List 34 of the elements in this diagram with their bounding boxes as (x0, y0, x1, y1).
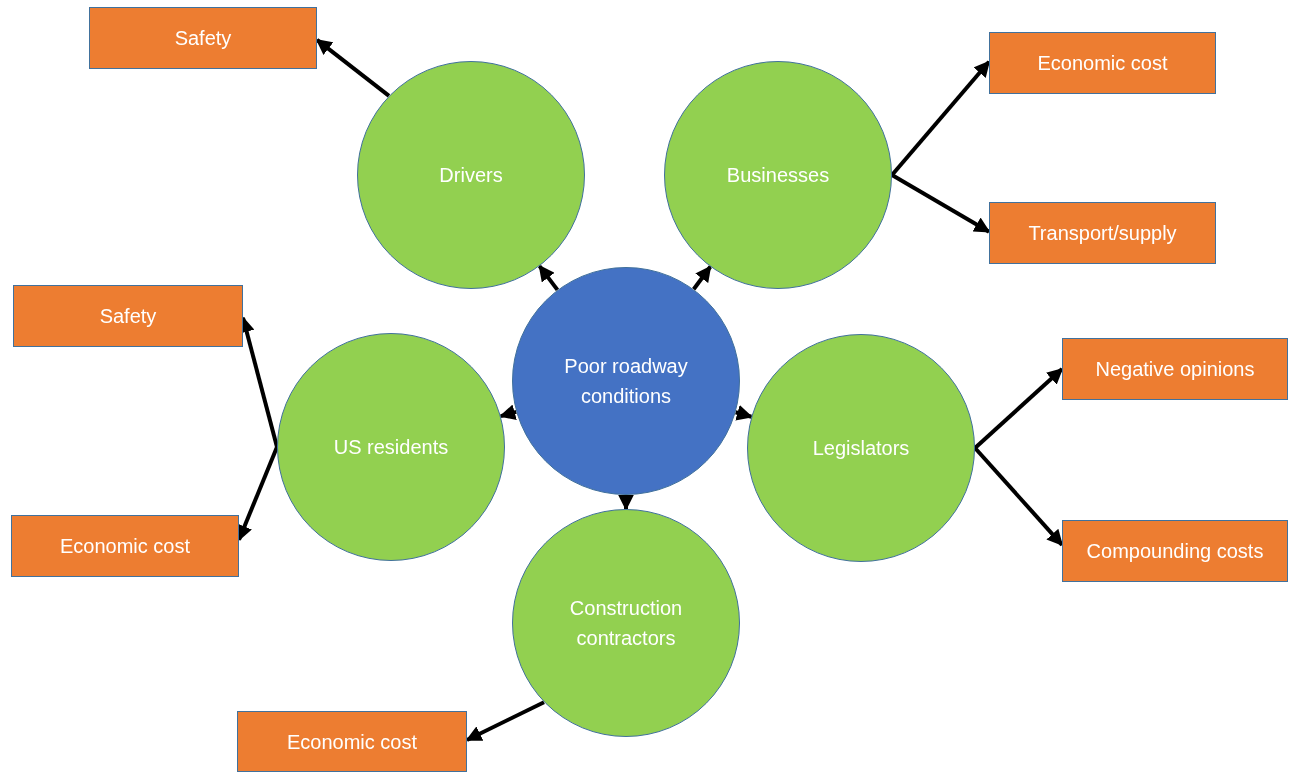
impact-box (1062, 520, 1288, 582)
node-label: Transport/supply (1028, 221, 1177, 246)
node-label: Construction contractors (568, 596, 684, 651)
node-label: US residents (333, 435, 449, 460)
node-label: Poor roadway conditions (563, 354, 689, 409)
impact-box (989, 32, 1216, 94)
impact-box (237, 711, 467, 772)
node-label: Legislators (812, 436, 910, 461)
node-label: Drivers (439, 163, 503, 188)
impact-box (989, 202, 1216, 264)
node-label: Safety (99, 304, 157, 329)
arrow (973, 446, 1064, 547)
arrow (465, 700, 545, 742)
arrow (618, 494, 634, 511)
node-label: Economic cost (286, 729, 418, 755)
node-label: Safety (174, 26, 232, 51)
arrow (735, 405, 753, 421)
impact-box (1062, 338, 1288, 400)
impact-box (13, 285, 243, 347)
impact-box (11, 515, 239, 577)
arrow (315, 38, 391, 98)
node-label: Economic cost (59, 534, 191, 559)
node-label: Economic cost (1037, 51, 1168, 76)
arrow (499, 404, 517, 420)
arrow (237, 446, 279, 542)
node-label: Negative opinions (1095, 357, 1255, 382)
arrow (692, 265, 712, 291)
arrow (891, 173, 991, 234)
node-label: Businesses (726, 163, 830, 188)
arrow (537, 264, 560, 292)
node-label: Compounding costs (1086, 539, 1264, 564)
arrow (890, 60, 991, 177)
impact-box (89, 7, 317, 69)
arrow (973, 367, 1064, 450)
